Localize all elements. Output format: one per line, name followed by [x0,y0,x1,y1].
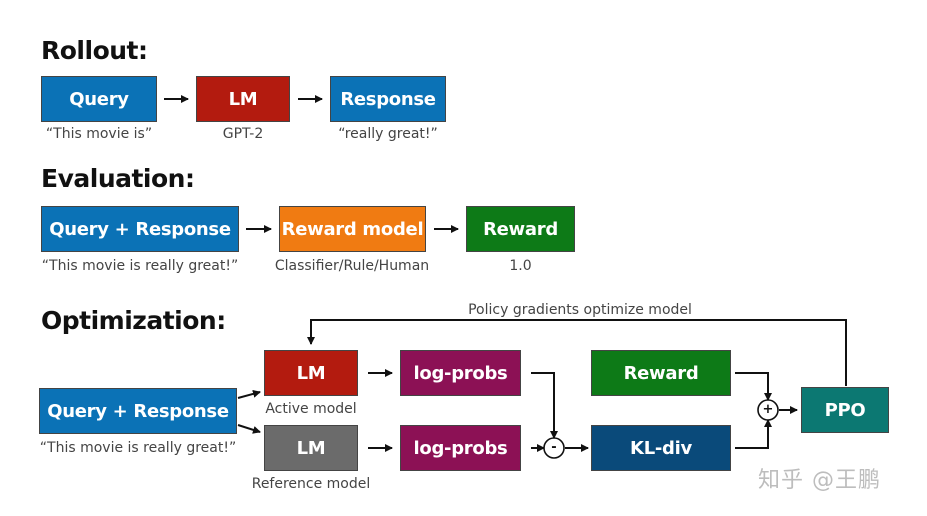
logprobs-top-box: log-probs [400,350,521,396]
reward-model-caption: Classifier/Rule/Human [274,258,430,274]
rollout-lm-caption: GPT-2 [222,126,264,142]
reference-lm-caption: Reference model [251,476,371,492]
section-title-rollout: Rollout: [41,36,148,65]
rollout-response-caption: “really great!” [338,126,438,142]
optimization-reward-box: Reward [591,350,731,396]
section-title-evaluation: Evaluation: [41,164,195,193]
evaluation-query-response-box: Query + Response [41,206,239,252]
reference-lm-box: LM [264,425,358,471]
feedback-label: Policy gradients optimize model [468,302,692,318]
active-lm-caption: Active model [265,401,357,417]
plus-operator: + [762,402,774,417]
kl-div-box: KL-div [591,425,731,471]
evaluation-reward-box: Reward [466,206,575,252]
optimization-query-response-box: Query + Response [39,388,237,434]
minus-operator: - [551,440,557,455]
evaluation-query-response-caption: “This movie is really great!” [41,258,239,274]
minus-operator-circle [543,437,565,459]
plus-operator-circle [757,399,779,421]
rollout-query-box: Query [41,76,157,122]
active-lm-box: LM [264,350,358,396]
watermark: 知乎 @王鹏 [758,468,881,493]
logprobs-bottom-box: log-probs [400,425,521,471]
evaluation-reward-caption: 1.0 [509,258,532,274]
rollout-response-box: Response [330,76,446,122]
section-title-optimization: Optimization: [41,306,226,335]
rollout-lm-box: LM [196,76,290,122]
rollout-query-caption: “This movie is” [45,126,153,142]
optimization-query-response-caption: “This movie is really great!” [39,440,237,456]
reward-model-box: Reward model [279,206,426,252]
ppo-box: PPO [801,387,889,433]
